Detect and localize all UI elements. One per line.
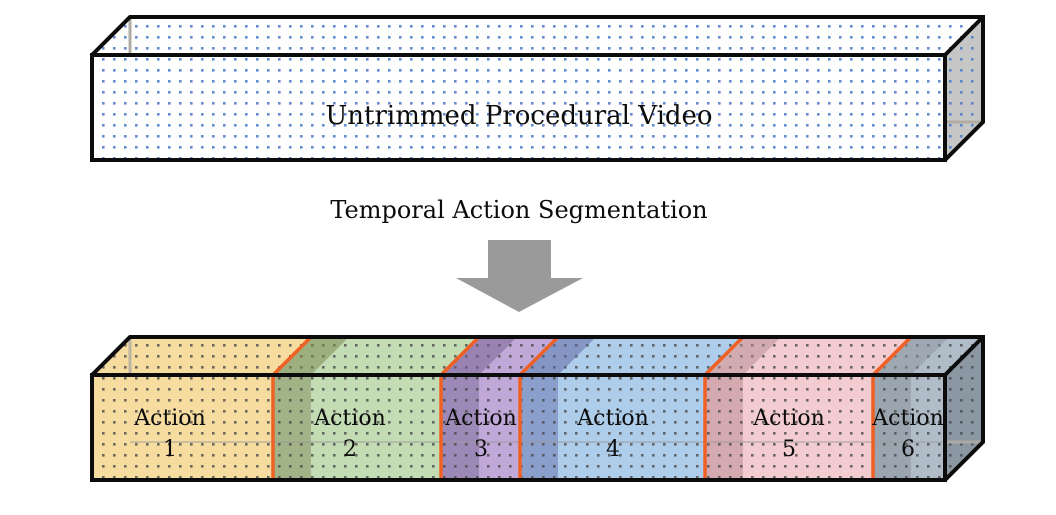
bottom-box-side-face [945,337,983,480]
segment-label-index: 6 [901,437,915,462]
top-box-top-face [92,17,983,55]
segment-label-index: 5 [782,437,796,462]
segment-label-word: Action [313,406,386,431]
segment-label-index: 1 [163,437,177,462]
top-box-front-face [92,55,945,160]
top-box-label: Untrimmed Procedural Video [325,101,712,131]
segmentation-caption: Temporal Action Segmentation [330,196,707,224]
segment-label-3: Action 3 [444,406,517,462]
segment-label-2: Action 2 [313,406,386,462]
segment-label-word: Action [444,406,517,431]
divider-planes-top [273,337,949,375]
segment-label-word: Action [133,406,206,431]
segment-label-index: 3 [474,437,488,462]
segment-label-word: Action [752,406,825,431]
segment-label-1: Action 1 [133,406,206,462]
segment-label-word: Action [576,406,649,431]
down-arrow-icon [456,240,583,312]
segment-labels: Action 1 Action 2 Action 3 Action 4 Acti… [133,406,944,462]
bottom-box-outline [90,335,985,482]
segment-label-5: Action 5 [752,406,825,462]
segment-label-index: 2 [343,437,357,462]
segmented-video-box: Action 1 Action 2 Action 3 Action 4 Acti… [90,334,985,482]
segment-label-6: Action 6 [871,406,944,462]
top-box-side-face [945,17,983,160]
top-box-outline [90,15,985,162]
untrimmed-video-box: Untrimmed Procedural Video [90,15,985,162]
segment-divider-lines [270,334,914,482]
segment-label-word: Action [871,406,944,431]
segment-label-index: 4 [606,437,620,462]
segment-label-4: Action 4 [576,406,649,462]
